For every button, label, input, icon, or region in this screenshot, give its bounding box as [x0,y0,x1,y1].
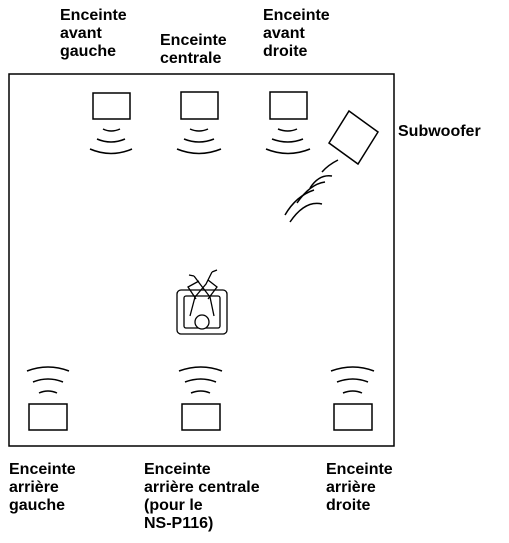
rear-right-waves [330,366,375,394]
rear-left-speaker [28,403,68,431]
label-subwoofer: Subwoofer [398,123,481,140]
subwoofer-speaker [327,109,380,166]
front-right-waves [265,128,311,155]
label-front-left: Enceinte avant gauche [60,7,127,60]
rear-center-waves [178,366,223,394]
center-waves [176,128,222,155]
listener-figure [176,269,228,335]
label-rear-center: Enceinte arrière centrale (pour le NS-P1… [144,461,260,532]
room-outline [8,73,395,447]
front-left-waves [89,128,133,155]
subwoofer-waves [284,159,339,223]
rear-right-speaker [333,403,373,431]
front-right-speaker [269,91,308,120]
label-rear-left: Enceinte arrière gauche [9,461,76,514]
rear-center-speaker [181,403,221,431]
label-front-right: Enceinte avant droite [263,7,330,60]
label-center: Enceinte centrale [160,32,227,67]
label-rear-right: Enceinte arrière droite [326,461,393,514]
rear-left-waves [26,366,70,394]
front-left-speaker [92,92,131,120]
center-speaker [180,91,219,120]
